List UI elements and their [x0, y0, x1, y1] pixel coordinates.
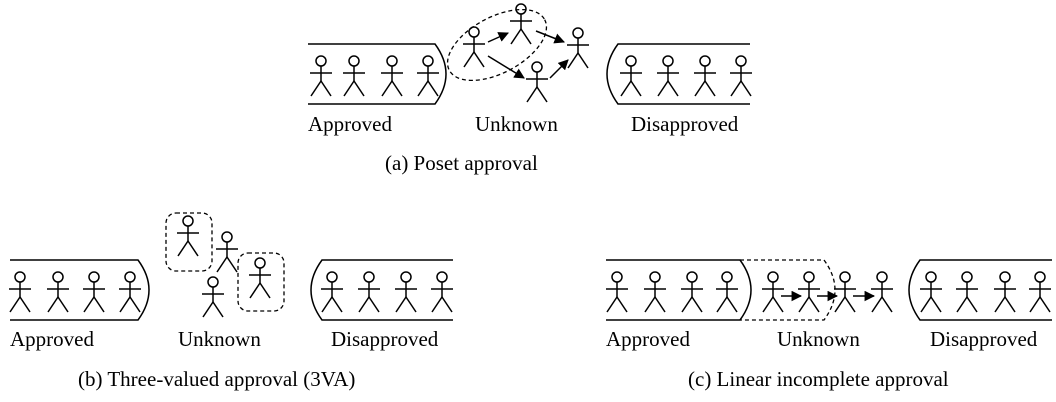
disapproved-label: Disapproved: [930, 327, 1038, 351]
disapproved-label: Disapproved: [331, 327, 439, 351]
precedence-arrow: [535, 30, 565, 44]
precedence-arrow: [487, 32, 509, 43]
caption-a: (a) Poset approval: [385, 151, 538, 175]
panel-a-poset-approval: Approved Unknown Disapproved (a) Poset a…: [308, 3, 753, 175]
approved-label: Approved: [606, 327, 690, 351]
approved-group: [308, 43, 447, 105]
voter-icon: [342, 55, 366, 97]
voter-icon: [509, 3, 533, 45]
voter-icon: [8, 271, 32, 313]
voter-icon: [309, 55, 333, 97]
voter-icon: [118, 271, 142, 313]
panel-b-three-valued-approval: Approved Unknown Disapproved (b) Three-v…: [8, 212, 454, 391]
dashed-box: [165, 212, 213, 272]
voter-icon: [566, 27, 590, 69]
unknown-label: Unknown: [178, 327, 261, 351]
voter-icon: [797, 271, 821, 313]
voter-icon: [430, 271, 454, 313]
unknown-linear-group: [740, 259, 894, 321]
approved-group: [8, 259, 150, 321]
precedence-arrow: [549, 59, 569, 79]
dashed-boundary: [740, 259, 836, 321]
voter-icon: [215, 231, 239, 273]
voter-icon: [955, 271, 979, 313]
voter-icon: [993, 271, 1017, 313]
voter-icon: [919, 271, 943, 313]
panel-c-linear-incomplete-approval: Approved Unknown Disapproved (c) Linear …: [605, 259, 1052, 391]
voter-icon: [729, 55, 753, 97]
voter-icon: [619, 55, 643, 97]
voter-icon: [357, 271, 381, 313]
disapproved-group: [310, 259, 454, 321]
voter-icon: [176, 215, 200, 257]
voter-icon: [394, 271, 418, 313]
unknown-label: Unknown: [777, 327, 860, 351]
dashed-ellipse: [446, 8, 548, 82]
approved-label: Approved: [308, 112, 392, 136]
voter-icon: [201, 276, 225, 318]
voter-icon: [1028, 271, 1052, 313]
voter-icon: [320, 271, 344, 313]
voter-icon: [416, 55, 440, 97]
voter-icon: [643, 271, 667, 313]
caption-b: (b) Three-valued approval (3VA): [78, 367, 355, 391]
voter-icon: [462, 26, 486, 68]
disapproved-label: Disapproved: [631, 112, 739, 136]
voter-icon: [46, 271, 70, 313]
caption-c: (c) Linear incomplete approval: [688, 367, 949, 391]
voter-icon: [248, 257, 272, 299]
voter-icon: [525, 61, 549, 103]
voter-icon: [761, 271, 785, 313]
voter-icon: [693, 55, 717, 97]
voter-icon: [833, 271, 857, 313]
voter-icon: [605, 271, 629, 313]
dashed-box: [237, 252, 285, 312]
voter-icon: [870, 271, 894, 313]
disapproved-group: [908, 259, 1052, 321]
voter-icon: [82, 271, 106, 313]
precedence-arrow: [487, 55, 525, 79]
voter-icon: [680, 271, 704, 313]
voter-icon: [656, 55, 680, 97]
approved-group: [605, 259, 752, 321]
unknown-poset-group: [446, 3, 590, 103]
approved-label: Approved: [10, 327, 94, 351]
voter-icon: [715, 271, 739, 313]
voter-icon: [380, 55, 404, 97]
unknown-label: Unknown: [475, 112, 558, 136]
disapproved-group: [606, 43, 753, 105]
unknown-3va-group: [165, 212, 285, 318]
